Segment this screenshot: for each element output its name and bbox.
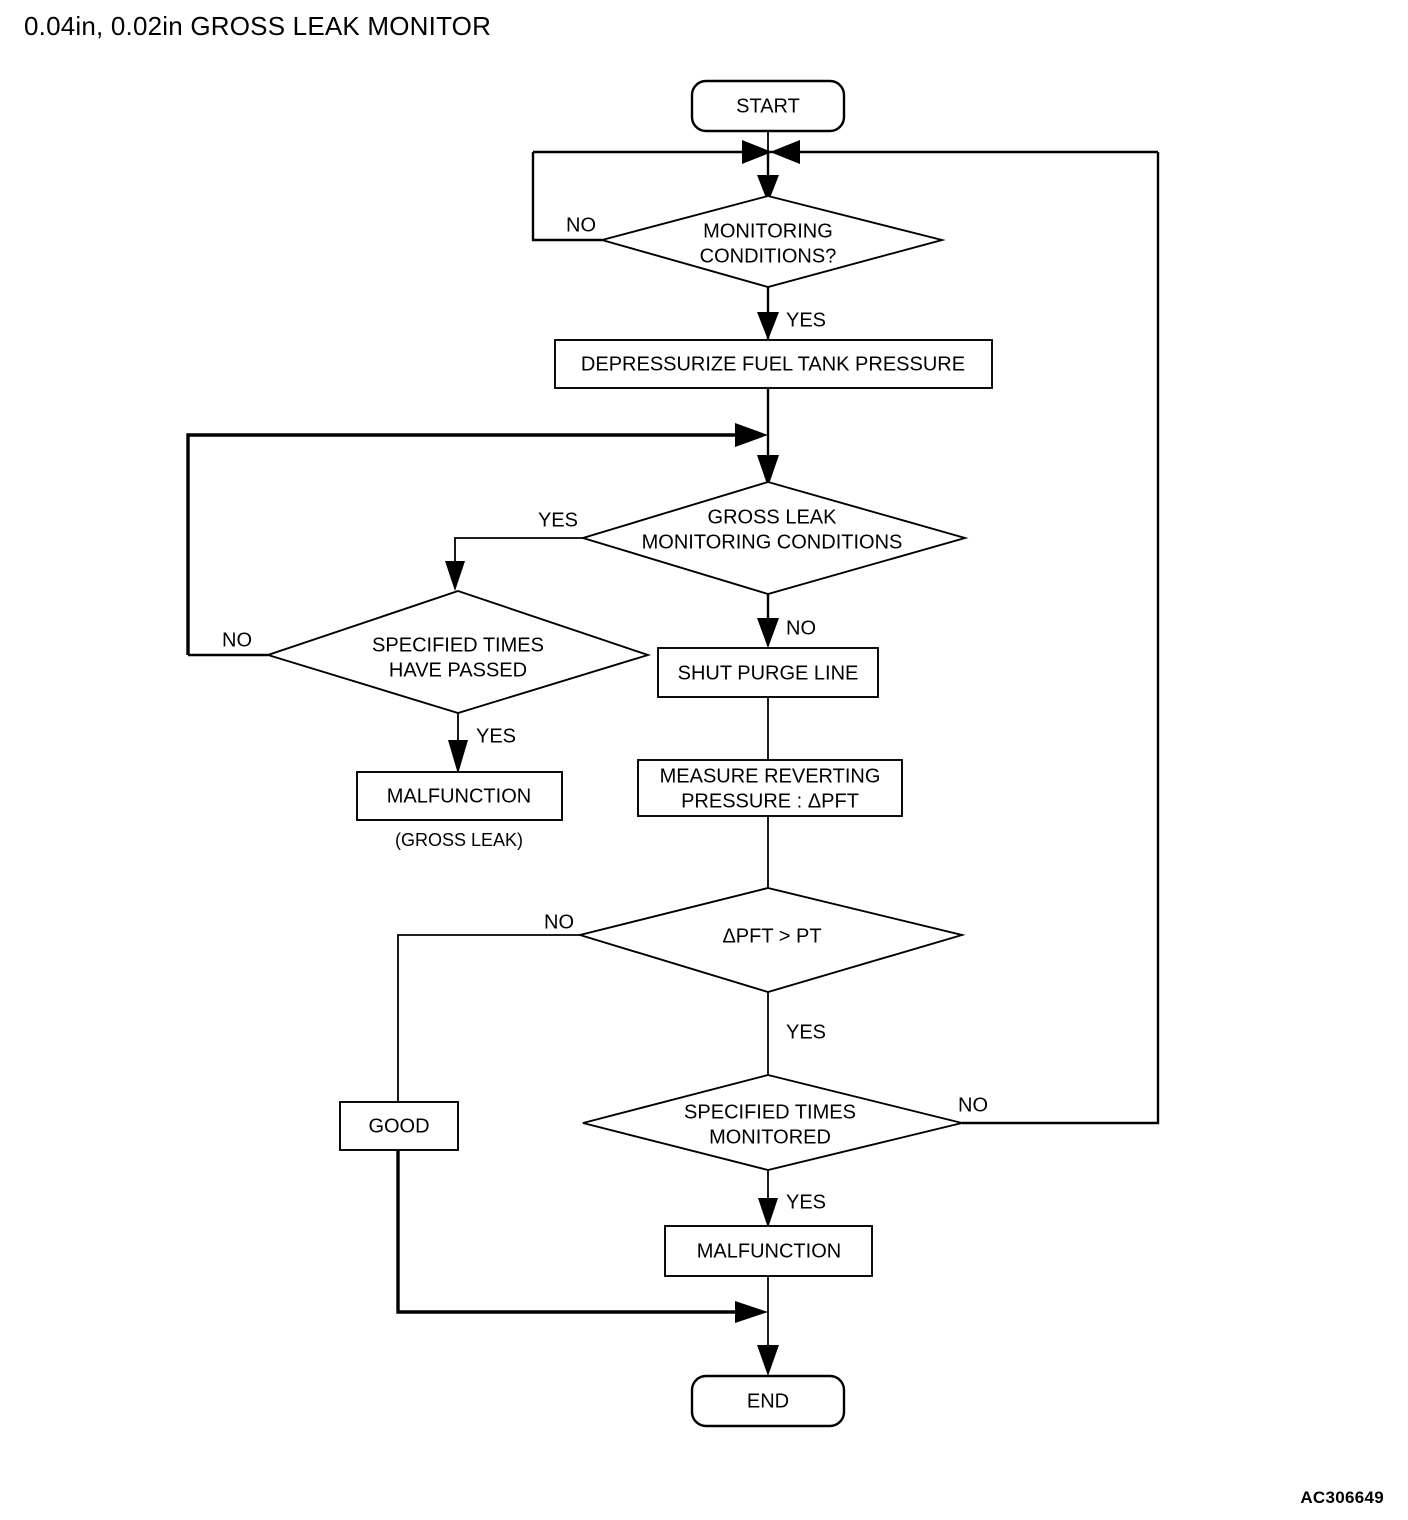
node-end-label: END [747,1390,789,1412]
node-shut-purge-line-label: SHUT PURGE LINE [678,662,859,684]
node-depressurize-label: DEPRESSURIZE FUEL TANK PRESSURE [581,353,965,375]
node-specified-times-monitored-shape [582,1074,963,1171]
node-monitoring-conditions-label-line2: CONDITIONS? [700,245,837,267]
arrowhead-into-malfunction-gross [448,740,468,774]
node-malfunction-gross-leak[interactable]: MALFUNCTION [356,771,563,821]
connector-good-to-merge [396,1150,762,1314]
connector-times-monitored-no-return [962,152,1160,1125]
corner-reference-code: AC306649 [1300,1488,1384,1507]
node-specified-times-monitored[interactable]: SPECIFIED TIMES MONITORED [582,1074,963,1171]
node-end[interactable]: END [690,1374,846,1428]
page-title: 0.04in, 0.02in GROSS LEAK MONITOR [24,11,492,41]
branch-label-times-monitored-yes: YES [786,1191,826,1213]
node-pft-compare-shape [576,887,966,993]
node-gross-leak-conditions-label-line1: GROSS LEAK [708,506,838,528]
node-gross-leak-conditions[interactable]: GROSS LEAK MONITORING CONDITIONS [579,481,969,595]
arrowhead-into-monitoring [757,175,779,203]
node-measure-reverting-pressure[interactable]: MEASURE REVERTING PRESSURE : ΔPFT [637,759,903,817]
arrowhead-times-passed-no-return [735,423,768,447]
branch-label-times-passed-yes: YES [476,725,516,747]
node-specified-times-monitored-label-line1: SPECIFIED TIMES [684,1101,856,1123]
arrowhead-into-end [757,1345,779,1376]
branch-label-times-monitored-no: NO [958,1094,988,1116]
connector-times-passed-no-return [186,433,762,655]
node-monitoring-conditions-shape [598,195,946,288]
connector-pft-no-to-good [397,934,580,1102]
node-good[interactable]: GOOD [339,1101,459,1151]
node-malfunction-end-shape [664,1225,873,1277]
connector-monitoring-no-return [531,152,602,242]
node-specified-times-have-passed-label-line1: SPECIFIED TIMES [372,634,544,656]
branch-label-pft-yes: YES [786,1021,826,1043]
node-malfunction-end[interactable]: MALFUNCTION [664,1225,873,1277]
arrowhead-into-depressurize [757,312,779,340]
arrowhead-into-malfunction-end [758,1198,778,1228]
node-gross-leak-conditions-label-line2: MONITORING CONDITIONS [642,531,903,553]
node-specified-times-monitored-label-line2: MONITORED [709,1126,831,1148]
node-start[interactable]: START [690,79,846,133]
node-monitoring-conditions[interactable]: MONITORING CONDITIONS? [598,195,946,288]
arrowhead-into-grossleak [757,455,779,487]
node-good-label: GOOD [368,1115,429,1137]
branch-label-gross-leak-yes: YES [538,509,578,531]
node-shut-purge-line-shape [657,647,879,698]
node-pft-compare[interactable]: ΔPFT > PT [576,887,966,993]
node-specified-times-have-passed-label-line2: HAVE PASSED [389,659,527,681]
node-depressurize-shape [554,339,993,389]
node-specified-times-have-passed-shape [264,589,652,714]
node-pft-compare-label: ΔPFT > PT [722,925,821,947]
arrowhead-into-times-passed [445,561,465,591]
node-monitoring-conditions-label-line1: MONITORING [703,220,833,242]
node-shut-purge-line[interactable]: SHUT PURGE LINE [657,647,879,698]
node-malfunction-gross-leak-shape [356,771,563,821]
node-specified-times-have-passed[interactable]: SPECIFIED TIMES HAVE PASSED [264,589,652,714]
branch-label-pft-no: NO [544,911,574,933]
branch-label-times-passed-no: NO [222,629,252,651]
arrowhead-good-merge [735,1301,768,1323]
arrowhead-left-return-into-main [742,140,772,164]
arrowhead-into-shut-purge [757,618,779,648]
branch-label-monitoring-no: NO [566,214,596,236]
node-malfunction-gross-leak-caption: (GROSS LEAK) [395,830,523,850]
node-measure-reverting-pressure-shape [637,759,903,817]
node-start-label: START [736,95,800,117]
node-depressurize[interactable]: DEPRESSURIZE FUEL TANK PRESSURE [554,339,993,389]
node-start-shape [690,79,846,133]
node-end-shape [690,1374,846,1428]
node-gross-leak-conditions-shape [579,481,969,595]
arrowhead-right-return-into-main [770,140,800,164]
node-malfunction-gross-leak-label: MALFUNCTION [387,785,531,807]
node-malfunction-end-label: MALFUNCTION [697,1240,841,1262]
branch-label-monitoring-yes: YES [786,309,826,331]
branch-label-gross-leak-no: NO [786,617,816,639]
node-measure-reverting-pressure-label-line2: PRESSURE : ΔPFT [681,790,859,812]
node-good-shape [339,1101,459,1151]
node-measure-reverting-pressure-label-line1: MEASURE REVERTING [660,765,881,787]
connector-grossleak-yes [454,537,583,580]
